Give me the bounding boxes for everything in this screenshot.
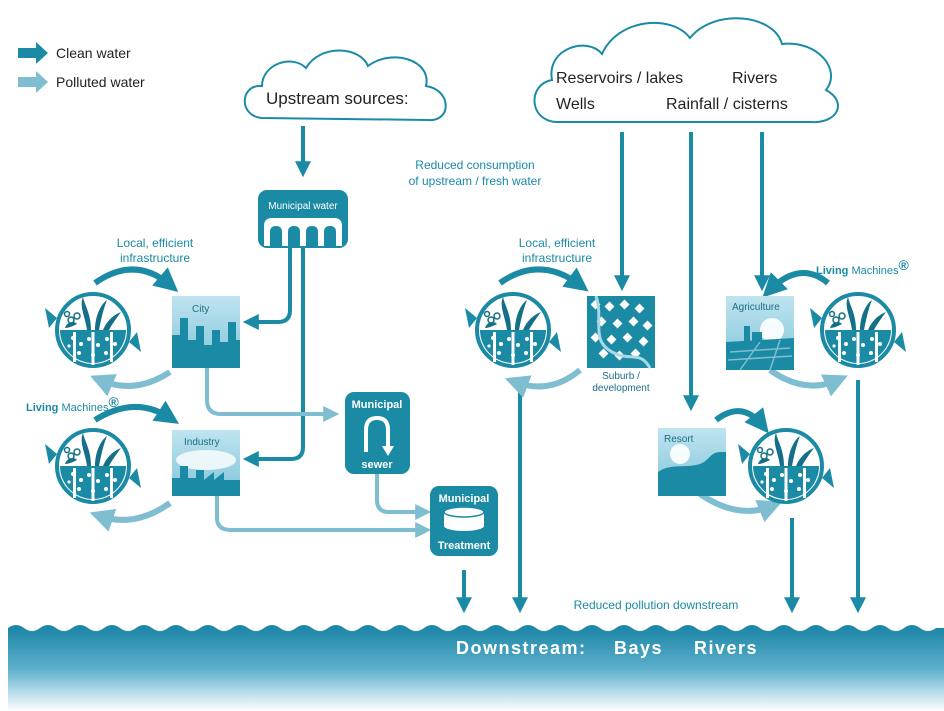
local-infra-left-line2: infrastructure	[120, 251, 190, 265]
source-rivers-label: Rivers	[732, 70, 777, 87]
living-machine-icon-city	[43, 292, 143, 368]
living-machine-icon-agriculture	[808, 292, 908, 368]
resort-tile: Resort	[658, 428, 726, 496]
reduced-consumption-line1: Reduced consumption	[415, 158, 534, 172]
treatment-tank-icon	[443, 506, 485, 518]
downstream-label: Downstream:	[456, 638, 587, 658]
suburb-label-line1: Suburb /	[602, 371, 640, 382]
factory-icon	[172, 466, 240, 496]
sewer-pipe-icon	[364, 415, 390, 452]
legend: Clean water Polluted water	[18, 42, 145, 93]
source-wells-label: Wells	[556, 96, 595, 113]
source-reservoirs-label: Reservoirs / lakes	[556, 70, 683, 87]
living-machines-left-label: Living Machines®	[26, 394, 120, 414]
upstream-cloud: Upstream sources:	[243, 49, 447, 122]
local-infra-left-line1: Local, efficient	[117, 236, 194, 250]
sewer-label-top: Municipal	[352, 399, 403, 411]
city-label: City	[192, 304, 209, 315]
treatment-label-top: Municipal	[439, 493, 490, 505]
industry-label: Industry	[184, 437, 220, 448]
legend-clean-label: Clean water	[56, 45, 131, 61]
cycle-arcs	[89, 266, 848, 532]
industry-tile: Industry	[172, 430, 240, 496]
downstream-water: Downstream: Bays Rivers	[8, 625, 944, 711]
local-infra-right-line2: infrastructure	[522, 251, 592, 265]
reduced-pollution-label: Reduced pollution downstream	[574, 598, 739, 612]
municipal-water-label: Municipal water	[268, 201, 338, 212]
resort-coast-icon	[658, 452, 726, 496]
upstream-sources-label: Upstream sources:	[266, 89, 409, 108]
city-skyline-icon	[172, 318, 240, 368]
farm-field-icon	[726, 338, 794, 370]
downstream-bays-label: Bays	[614, 638, 663, 658]
suburb-road-icon	[594, 295, 652, 369]
city-tile: City	[172, 296, 240, 368]
suburb-label-line2: development	[592, 383, 649, 394]
polluted-water-arrows	[205, 368, 432, 538]
sewer-label-bottom: sewer	[361, 459, 393, 471]
downstream-rivers-label: Rivers	[694, 638, 758, 658]
municipal-water-box: Municipal water	[258, 190, 348, 248]
living-machine-icon-suburb	[463, 292, 563, 368]
polluted-water-arrow-icon	[18, 71, 48, 93]
agriculture-label: Agriculture	[732, 302, 780, 313]
living-machine-icon-industry	[43, 428, 143, 504]
living-machines-right-label: Living Machines®	[816, 257, 910, 277]
legend-polluted-label: Polluted water	[56, 74, 145, 90]
clean-water-arrows	[242, 126, 866, 614]
agriculture-tile: Agriculture	[726, 296, 794, 371]
municipal-treatment-box: Municipal Treatment	[430, 486, 498, 556]
living-machine-icon-resort	[736, 428, 836, 504]
reduced-consumption-line2: of upstream / fresh water	[409, 174, 542, 188]
sources-cloud: Reservoirs / lakes Rivers Wells Rainfall…	[533, 17, 839, 124]
treatment-label-bottom: Treatment	[438, 540, 491, 552]
local-infra-right-line1: Local, efficient	[519, 236, 596, 250]
clean-water-arrow-icon	[18, 42, 48, 64]
suburb-tile	[587, 295, 655, 369]
aqueduct-icon	[264, 218, 342, 246]
resort-label: Resort	[664, 434, 694, 445]
source-rainfall-label: Rainfall / cisterns	[666, 96, 788, 113]
municipal-sewer-box: Municipal sewer	[345, 392, 410, 474]
